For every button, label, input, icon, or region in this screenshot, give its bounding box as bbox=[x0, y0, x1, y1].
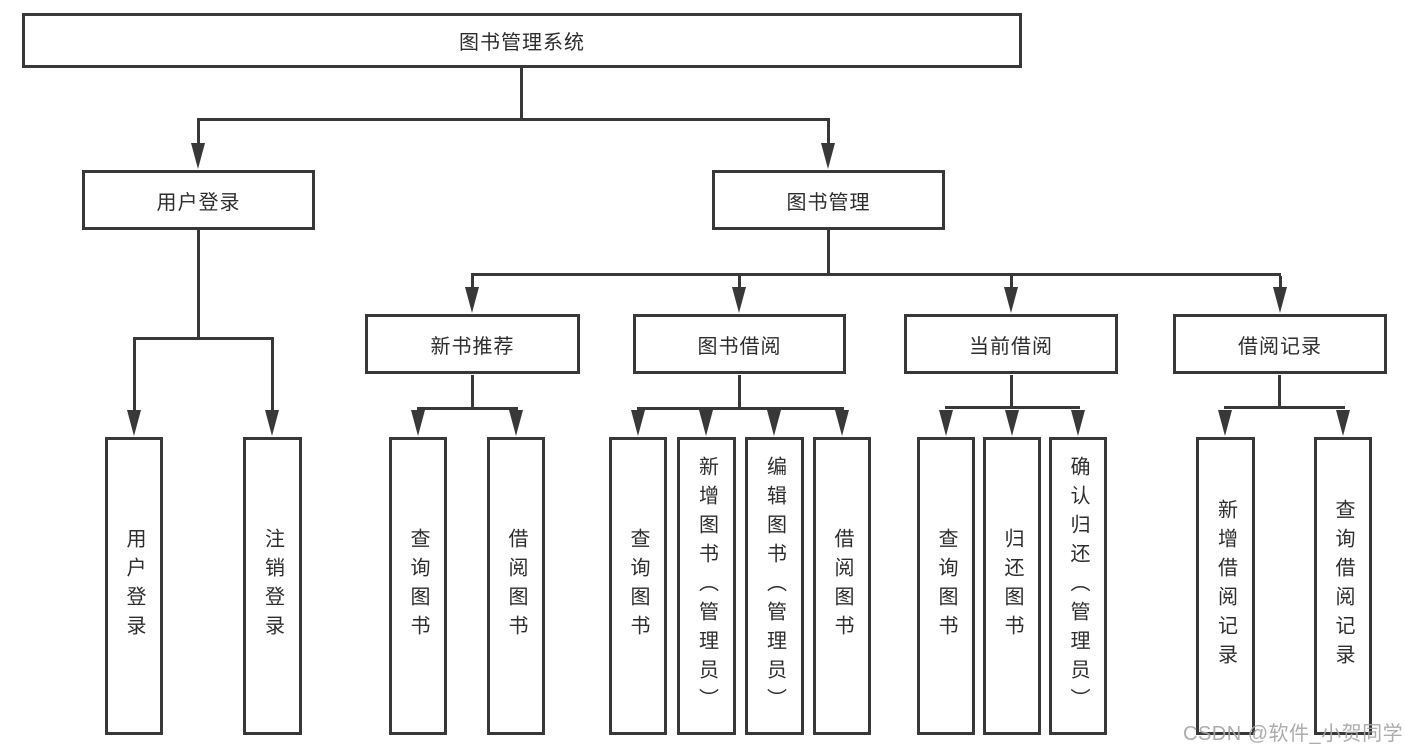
arrow-down-icon bbox=[699, 410, 713, 436]
connector-line bbox=[637, 407, 844, 410]
leaf-return-books: 归还图书 bbox=[983, 437, 1041, 735]
node-book-management-label: 图书管理 bbox=[786, 191, 871, 214]
leaf-query-borrow-record-label: 查询借阅记录 bbox=[1332, 499, 1354, 673]
connector-line bbox=[1224, 406, 1345, 409]
connector-line bbox=[271, 340, 274, 413]
connector-line bbox=[827, 230, 830, 276]
leaf-query-books-current-label: 查询图书 bbox=[935, 528, 957, 644]
arrow-down-icon bbox=[767, 410, 781, 436]
leaf-query-books-recommend: 查询图书 bbox=[389, 437, 447, 735]
leaf-logout-label: 注销登录 bbox=[261, 528, 284, 644]
connector-line bbox=[738, 276, 741, 290]
arrow-down-icon bbox=[1218, 410, 1232, 436]
node-root-label: 图书管理系统 bbox=[459, 32, 585, 54]
connector-line bbox=[197, 118, 830, 121]
leaf-confirm-return-admin: 确认归还（管理员） bbox=[1049, 437, 1107, 735]
arrow-down-icon bbox=[265, 410, 279, 436]
leaf-query-books-recommend-label: 查询图书 bbox=[407, 528, 429, 644]
leaf-query-books-current: 查询图书 bbox=[917, 437, 975, 735]
connector-line bbox=[738, 375, 741, 410]
node-book-management: 图书管理 bbox=[712, 170, 945, 230]
leaf-add-borrow-record: 新增借阅记录 bbox=[1196, 437, 1255, 735]
node-book-borrowing: 图书借阅 bbox=[633, 314, 846, 374]
leaf-add-borrow-record-label: 新增借阅记录 bbox=[1214, 499, 1237, 673]
leaf-borrow-books: 借阅图书 bbox=[813, 437, 871, 735]
arrow-down-icon bbox=[835, 410, 849, 436]
leaf-logout: 注销登录 bbox=[243, 437, 302, 735]
arrow-down-icon bbox=[127, 410, 141, 436]
connector-line bbox=[197, 230, 200, 340]
node-new-book-recommend: 新书推荐 bbox=[365, 314, 580, 374]
arrow-down-icon bbox=[939, 410, 953, 436]
node-book-borrowing-label: 图书借阅 bbox=[697, 335, 782, 358]
connector-line bbox=[945, 406, 1080, 409]
leaf-user-login-label: 用户登录 bbox=[123, 528, 145, 644]
leaf-edit-books-admin-label: 编辑图书（管理员） bbox=[763, 455, 786, 717]
node-new-book-recommend-label: 新书推荐 bbox=[430, 335, 515, 358]
node-user-login: 用户登录 bbox=[82, 170, 315, 230]
leaf-add-books-admin: 新增图书（管理员） bbox=[677, 437, 736, 735]
connector-line bbox=[1279, 276, 1282, 290]
connector-line bbox=[1010, 276, 1013, 290]
connector-line bbox=[471, 276, 474, 290]
arrow-down-icon bbox=[411, 410, 425, 436]
arrow-down-icon bbox=[1273, 287, 1287, 313]
arrow-down-icon bbox=[1004, 287, 1018, 313]
node-root: 图书管理系统 bbox=[22, 13, 1022, 68]
node-borrowing-records-label: 借阅记录 bbox=[1238, 335, 1322, 358]
arrow-down-icon bbox=[1336, 410, 1350, 436]
leaf-add-books-admin-label: 新增图书（管理员） bbox=[695, 455, 718, 717]
arrow-down-icon bbox=[465, 287, 479, 313]
connector-line bbox=[471, 375, 474, 410]
arrow-down-icon bbox=[509, 410, 523, 436]
leaf-query-borrow-record: 查询借阅记录 bbox=[1314, 437, 1372, 735]
leaf-borrow-books-recommend: 借阅图书 bbox=[487, 437, 545, 735]
arrow-down-icon bbox=[1071, 410, 1085, 436]
connector-line bbox=[1010, 375, 1013, 409]
leaf-confirm-return-admin-label: 确认归还（管理员） bbox=[1067, 455, 1089, 717]
arrow-down-icon bbox=[631, 410, 645, 436]
connector-line bbox=[520, 68, 523, 121]
node-current-borrowing: 当前借阅 bbox=[904, 314, 1118, 374]
connector-line bbox=[471, 273, 1281, 276]
node-current-borrowing-label: 当前借阅 bbox=[969, 335, 1053, 358]
leaf-borrow-books-label: 借阅图书 bbox=[831, 528, 853, 644]
connector-line bbox=[1278, 375, 1281, 409]
leaf-return-books-label: 归还图书 bbox=[1001, 528, 1023, 644]
leaf-edit-books-admin: 编辑图书（管理员） bbox=[745, 437, 804, 735]
arrow-down-icon bbox=[732, 287, 746, 313]
csdn-watermark: CSDN @软件_小贺同学 bbox=[1183, 723, 1404, 745]
connector-line bbox=[133, 337, 274, 340]
connector-line bbox=[197, 121, 200, 146]
arrow-down-icon bbox=[821, 143, 835, 169]
leaf-query-books-borrowing: 查询图书 bbox=[609, 437, 667, 735]
connector-line bbox=[417, 407, 518, 410]
connector-line bbox=[827, 121, 830, 146]
arrow-down-icon bbox=[1005, 410, 1019, 436]
node-user-login-label: 用户登录 bbox=[156, 191, 241, 214]
arrow-down-icon bbox=[191, 143, 205, 169]
connector-line bbox=[133, 340, 136, 413]
leaf-user-login: 用户登录 bbox=[105, 437, 163, 735]
leaf-query-books-borrowing-label: 查询图书 bbox=[627, 528, 649, 644]
leaf-borrow-books-recommend-label: 借阅图书 bbox=[505, 528, 527, 644]
node-borrowing-records: 借阅记录 bbox=[1173, 314, 1387, 374]
